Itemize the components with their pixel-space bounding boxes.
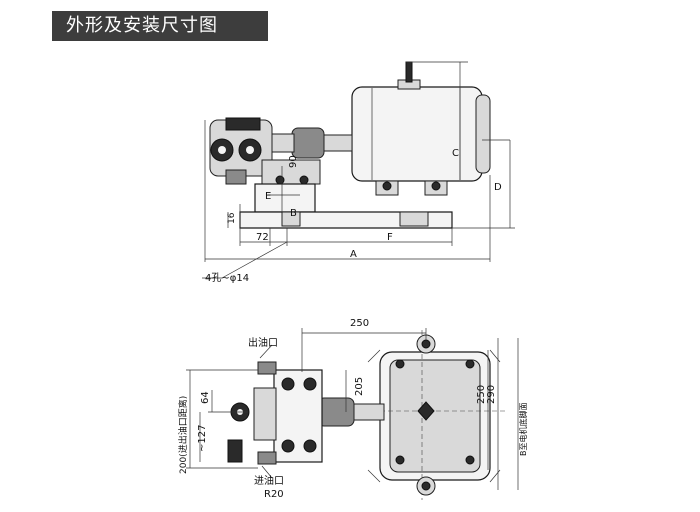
- page-title: 外形及安装尺寸图: [52, 11, 268, 41]
- dim-d-label: D: [494, 182, 502, 193]
- top-view: 250 出油口 进油口 R20 205 64 ~127 200(进出油口距离) …: [177, 318, 528, 500]
- dim-f-label: F: [387, 232, 393, 243]
- dim-16-label: 16: [227, 212, 237, 224]
- motor-end-cap: [475, 94, 491, 174]
- front-view: C D E F A B 72 4孔~φ14 90 16: [202, 61, 515, 284]
- coupling: [291, 127, 325, 159]
- motor-body: [351, 86, 483, 182]
- dim-64-label: 64: [200, 391, 211, 404]
- dim-200-note: 200(进出油口距离): [177, 396, 189, 474]
- dim-72-label: 72: [256, 232, 269, 243]
- holes-note: 4孔~φ14: [205, 272, 249, 284]
- motor-shaft: [323, 134, 353, 152]
- inlet-port: [257, 451, 277, 465]
- dim-250-top-label: 250: [350, 318, 369, 329]
- dim-250-right-label: 250: [476, 385, 487, 404]
- pump-top-port: [225, 117, 261, 131]
- dim-90-label: 90: [288, 155, 299, 168]
- motor-top-bolt: [405, 61, 413, 83]
- inlet-label: 进油口: [254, 474, 284, 487]
- dim-127-label: ~127: [197, 425, 208, 452]
- dim-a-label: A: [350, 249, 357, 260]
- dim-e-label: E: [265, 191, 271, 202]
- top-coupling: [317, 397, 355, 427]
- pump-support: [261, 159, 321, 185]
- dim-290-label: 290: [486, 385, 497, 404]
- top-pump-flange: [253, 387, 277, 441]
- dim-c-label: C: [452, 148, 459, 159]
- pump-bottom-port: [225, 169, 247, 185]
- dim-r20-label: R20: [264, 489, 284, 500]
- motor-center-mark: [417, 401, 435, 421]
- motor-foot-note: B至电机底脚面: [518, 403, 528, 457]
- outlet-port: [257, 361, 277, 375]
- outlet-label: 出油口: [248, 336, 278, 349]
- pump-pedestal: [254, 183, 316, 213]
- dim-b-label: B: [290, 208, 297, 219]
- dim-205-label: 205: [354, 377, 365, 396]
- pump-shaft: [271, 133, 295, 153]
